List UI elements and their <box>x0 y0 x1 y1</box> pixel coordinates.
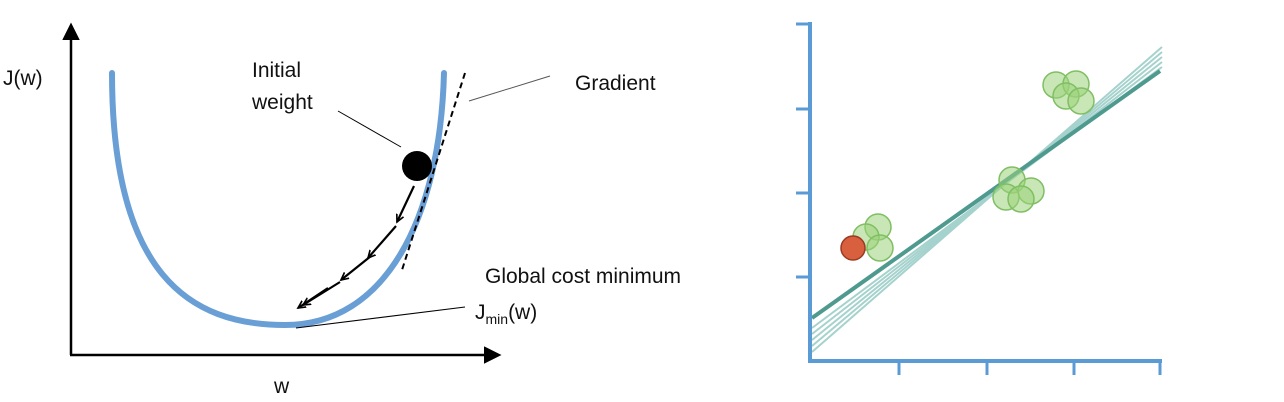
descent-step-arrow <box>298 287 329 308</box>
descent-step-arrow <box>368 225 397 258</box>
global-min-label: Global cost minimum <box>485 265 681 288</box>
data-point <box>1067 87 1095 115</box>
x-axis-label: w <box>273 375 290 398</box>
initial-weight-leader <box>337 110 402 148</box>
gradient-descent-diagram: J(w) w Initial weight Gradient Global co… <box>3 22 681 398</box>
data-points <box>852 70 1095 262</box>
initial-weight-label-line1: Initial <box>252 59 301 82</box>
faint-fit-lines <box>811 46 1163 353</box>
jmin-label: Jmin(w) <box>475 301 537 327</box>
regression-fit-diagram <box>796 22 1163 375</box>
initial-weight-point <box>402 151 432 181</box>
jmin-j: J <box>475 301 486 324</box>
x-ticks <box>897 361 1162 375</box>
gradient-tangent-line <box>401 72 466 271</box>
descent-step-arrow <box>341 255 372 280</box>
jmin-tail: (w) <box>508 301 537 324</box>
data-point <box>1007 185 1035 213</box>
data-point <box>866 234 894 262</box>
y-ticks <box>796 22 810 279</box>
global-min-leader <box>295 306 466 329</box>
initial-weight-label-line2: weight <box>251 91 313 114</box>
gradient-label: Gradient <box>575 72 656 95</box>
outlier-point <box>840 235 866 261</box>
best-fit-line <box>810 69 1162 320</box>
y-axis-label: J(w) <box>3 67 43 90</box>
descent-step-arrow <box>397 185 415 222</box>
jmin-subscript: min <box>486 311 509 327</box>
gradient-leader <box>468 75 551 102</box>
